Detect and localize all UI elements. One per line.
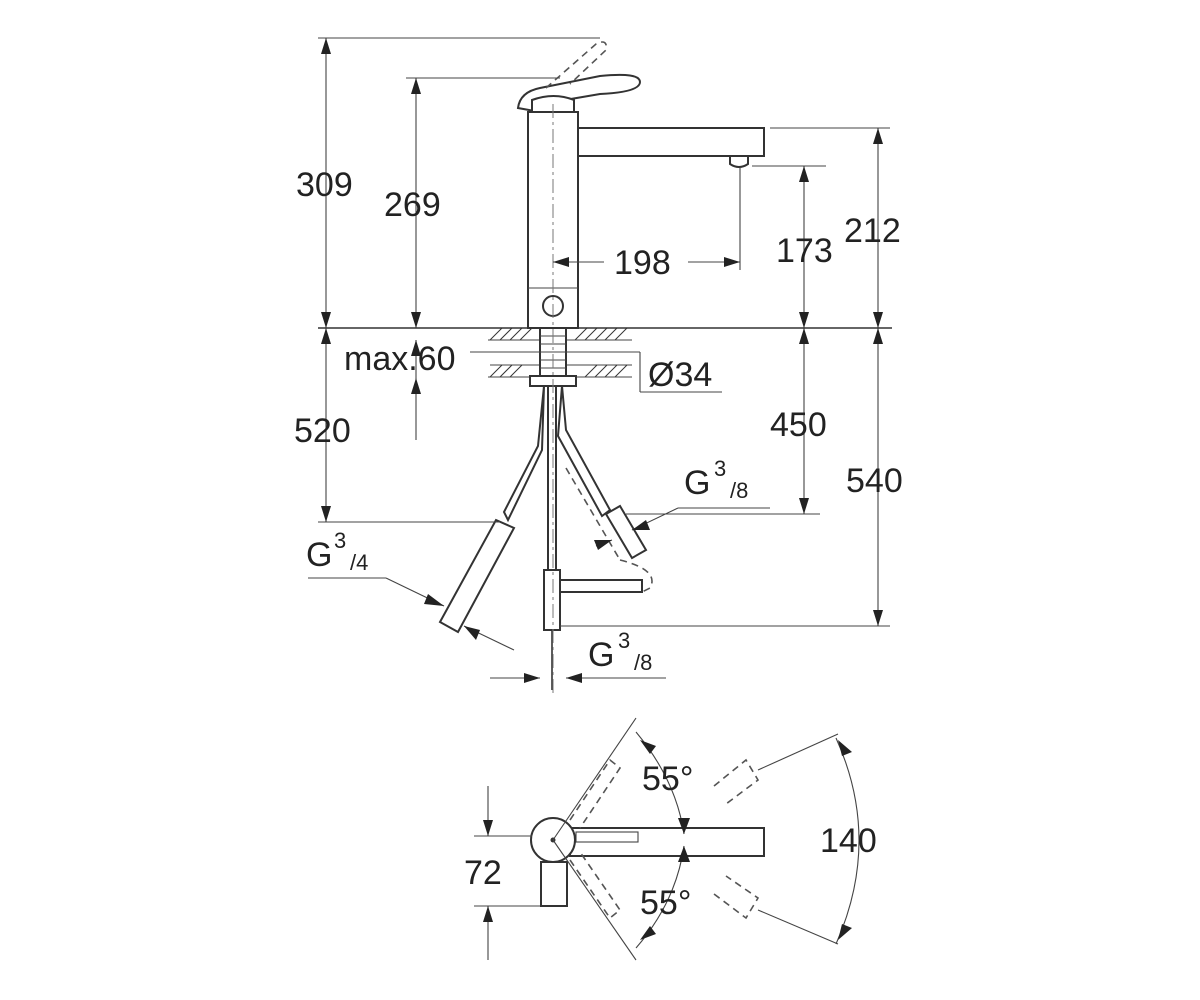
plan-spout-swivel-up [569, 758, 622, 829]
svg-text:3: 3 [618, 628, 630, 653]
hose-right [556, 385, 612, 518]
plan-spout-swivel-down [569, 851, 622, 920]
svg-text:G: G [306, 536, 332, 574]
dim-lever-height: 269 [384, 186, 441, 224]
spout [577, 127, 765, 157]
hose-left [502, 385, 545, 523]
dim-outlet-height: 173 [776, 232, 833, 270]
svg-text:3: 3 [334, 528, 346, 553]
label-connection-bottom: G 3 /8 [588, 628, 652, 675]
dim-body-depth: 72 [464, 854, 502, 892]
dim-max-deck-thickness: max.60 [344, 340, 456, 378]
label-connection-main: G 3 /4 [306, 528, 368, 575]
svg-text:/8: /8 [730, 478, 748, 503]
dim-spout-reach: 198 [614, 244, 671, 282]
connector-right [604, 504, 648, 560]
dim-hole-diameter: Ø34 [648, 356, 712, 394]
svg-text:G: G [684, 464, 710, 502]
connector-left [438, 518, 516, 634]
dim-total-height: 309 [296, 166, 353, 204]
lever-raised-position [545, 41, 608, 89]
dim-spout-height: 212 [844, 212, 901, 250]
svg-text:G: G [588, 636, 614, 674]
dim-hose-length-left: 520 [294, 412, 351, 450]
dim-hose-length-right: 450 [770, 406, 827, 444]
dim-hose-length-total: 540 [846, 462, 903, 500]
elevation-view: 309 269 198 173 212 max.60 [294, 37, 903, 696]
plan-view: 55° 55° 140 72 [464, 717, 877, 961]
hose-center [547, 385, 557, 571]
svg-text:/4: /4 [350, 550, 368, 575]
angle-swivel-lower: 55° [640, 884, 691, 922]
label-connection-right: G 3 /8 [684, 456, 748, 503]
spout-aerator [729, 155, 749, 168]
countertop-hatch [488, 327, 632, 378]
svg-text:3: 3 [714, 456, 726, 481]
plan-lever [540, 861, 568, 907]
t-valve [559, 579, 643, 593]
connector-center [543, 569, 561, 631]
dim-swivel-span: 140 [820, 822, 877, 860]
angle-swivel-upper: 55° [642, 760, 693, 798]
svg-text:/8: /8 [634, 650, 652, 675]
